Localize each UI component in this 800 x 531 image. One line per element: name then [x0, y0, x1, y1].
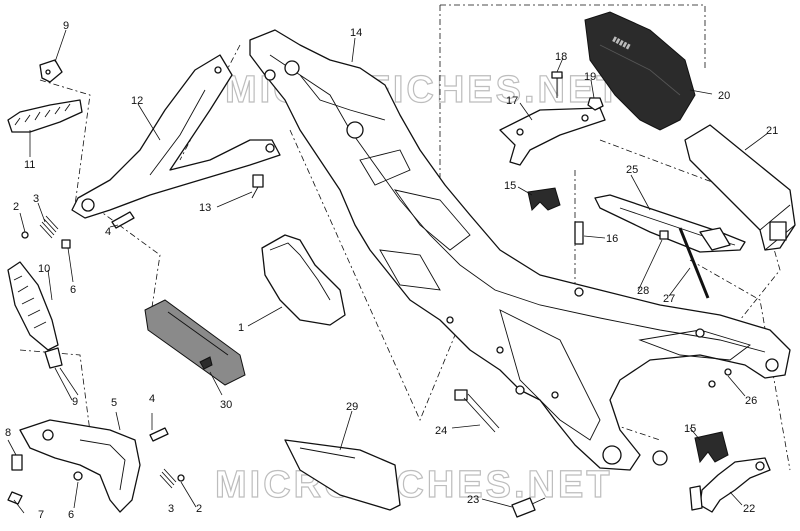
footpeg-hanger-right — [689, 457, 771, 513]
callout-10: 10 — [38, 263, 50, 275]
callout-19: 19 — [584, 71, 596, 83]
bolt-23 — [511, 497, 546, 518]
callout-18: 18 — [555, 51, 567, 63]
callout-22: 22 — [743, 503, 755, 515]
callout-2-top: 2 — [13, 201, 19, 213]
washers-26 — [708, 368, 732, 388]
callout-labels: 9 12 14 11 2 3 13 4 6 10 9 1 30 29 24 23… — [5, 20, 778, 521]
callout-15-lower: 15 — [684, 423, 696, 435]
screw-28 — [659, 230, 669, 240]
callout-3-lower: 3 — [168, 503, 174, 515]
relay-box — [684, 124, 796, 251]
callout-13: 13 — [199, 202, 211, 214]
callout-2-lower: 2 — [196, 503, 202, 515]
clip-15-upper — [527, 187, 561, 211]
callout-3-top: 3 — [33, 193, 39, 205]
callout-28: 28 — [637, 285, 649, 297]
rod-27 — [678, 227, 710, 299]
callout-leaders — [7, 29, 769, 514]
watermark-bottom: MICROFICHES.NET — [215, 464, 613, 506]
rider-footpeg-top — [7, 99, 83, 133]
callout-5: 5 — [111, 397, 117, 409]
callout-4-top: 4 — [105, 226, 111, 238]
callout-21: 21 — [766, 125, 778, 137]
callout-24: 24 — [435, 425, 447, 437]
callout-30: 30 — [220, 399, 232, 411]
callout-20: 20 — [718, 90, 730, 102]
callout-26: 26 — [745, 395, 757, 407]
callout-17: 17 — [506, 95, 518, 107]
hardware-bottom-left — [7, 427, 185, 505]
side-cover-panel — [284, 439, 401, 511]
rear-subframe — [249, 29, 791, 471]
footpeg-hanger-lower — [19, 419, 141, 513]
callout-25: 25 — [626, 164, 638, 176]
long-bolt-24 — [454, 389, 500, 433]
footpeg-hanger-left — [71, 54, 281, 219]
clip-15-lower — [694, 431, 729, 464]
footpeg-bracket-top — [39, 59, 63, 83]
upper-bracket — [499, 107, 606, 166]
nut-19 — [587, 97, 604, 111]
bolt-13 — [251, 174, 264, 199]
hardware-top-left — [21, 211, 135, 249]
callout-4-lower: 4 — [149, 393, 155, 405]
electronic-unit: ▮▮▮▮▮ — [584, 11, 696, 131]
callout-15-upper: 15 — [504, 180, 516, 192]
rider-footpeg-lower — [7, 261, 63, 369]
callout-11: 11 — [24, 159, 35, 171]
electrical-tray — [594, 194, 746, 253]
callout-29: 29 — [346, 401, 358, 413]
callout-9-lower: 9 — [72, 396, 78, 408]
callout-8: 8 — [5, 427, 11, 439]
tool-kit-pouch — [144, 299, 246, 386]
callout-12: 12 — [131, 95, 143, 107]
rubber-pad — [261, 234, 346, 326]
callout-1: 1 — [238, 322, 244, 334]
callout-16: 16 — [606, 233, 618, 245]
callout-9-top: 9 — [63, 20, 69, 32]
callout-6-lower: 6 — [68, 509, 74, 521]
stud-16 — [574, 221, 584, 297]
callout-7: 7 — [38, 509, 44, 521]
callout-14: 14 — [350, 27, 362, 39]
callout-27: 27 — [663, 293, 675, 305]
callout-23: 23 — [467, 494, 479, 506]
callout-6-top: 6 — [70, 284, 76, 296]
